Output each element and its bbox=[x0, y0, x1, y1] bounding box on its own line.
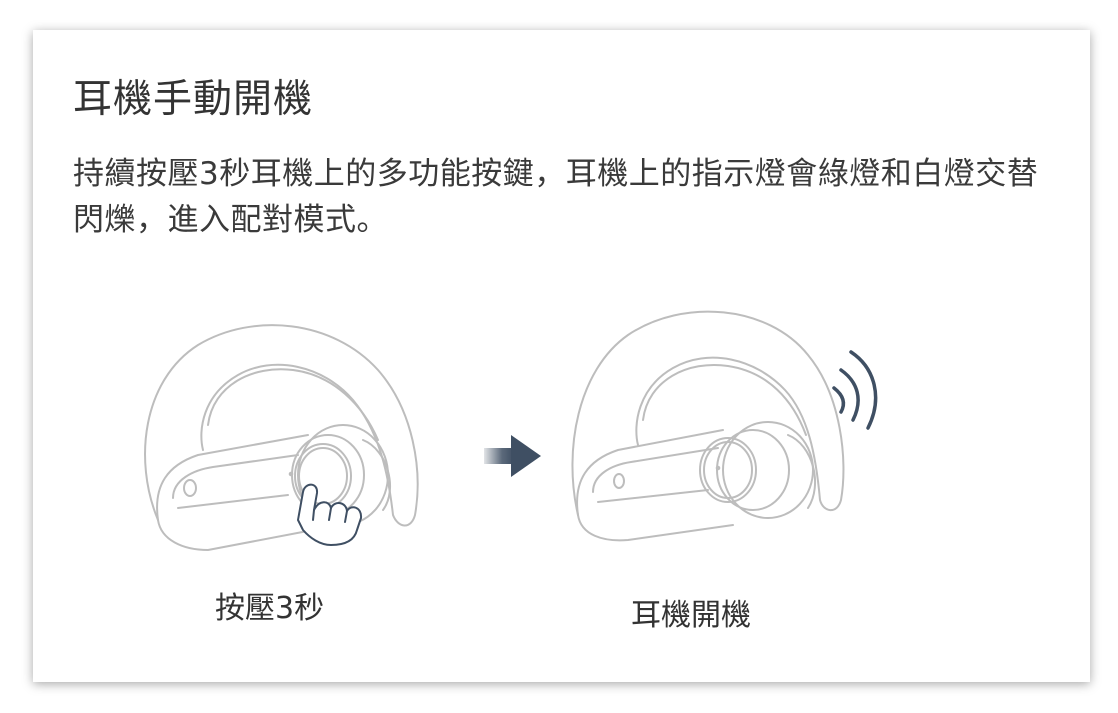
earbud-on-illustration bbox=[571, 310, 878, 542]
step-caption-power-on: 耳機開機 bbox=[631, 598, 751, 633]
step-caption-press: 按壓3秒 bbox=[215, 591, 325, 626]
signal-waves-icon bbox=[832, 350, 878, 430]
arrow-right-icon bbox=[484, 435, 541, 477]
earbud-press-illustration bbox=[144, 324, 419, 551]
page-title: 耳機手動開機 bbox=[73, 77, 314, 122]
instruction-text: 持續按壓3秒耳機上的多功能按鍵，耳機上的指示燈會綠燈和白燈交替閃爍，進入配對模式… bbox=[73, 156, 1039, 238]
hand-press-icon bbox=[297, 483, 363, 546]
instruction-card: 耳機手動開機 持續按壓3秒耳機上的多功能按鍵，耳機上的指示燈會綠燈和白燈交替閃爍… bbox=[33, 30, 1090, 682]
